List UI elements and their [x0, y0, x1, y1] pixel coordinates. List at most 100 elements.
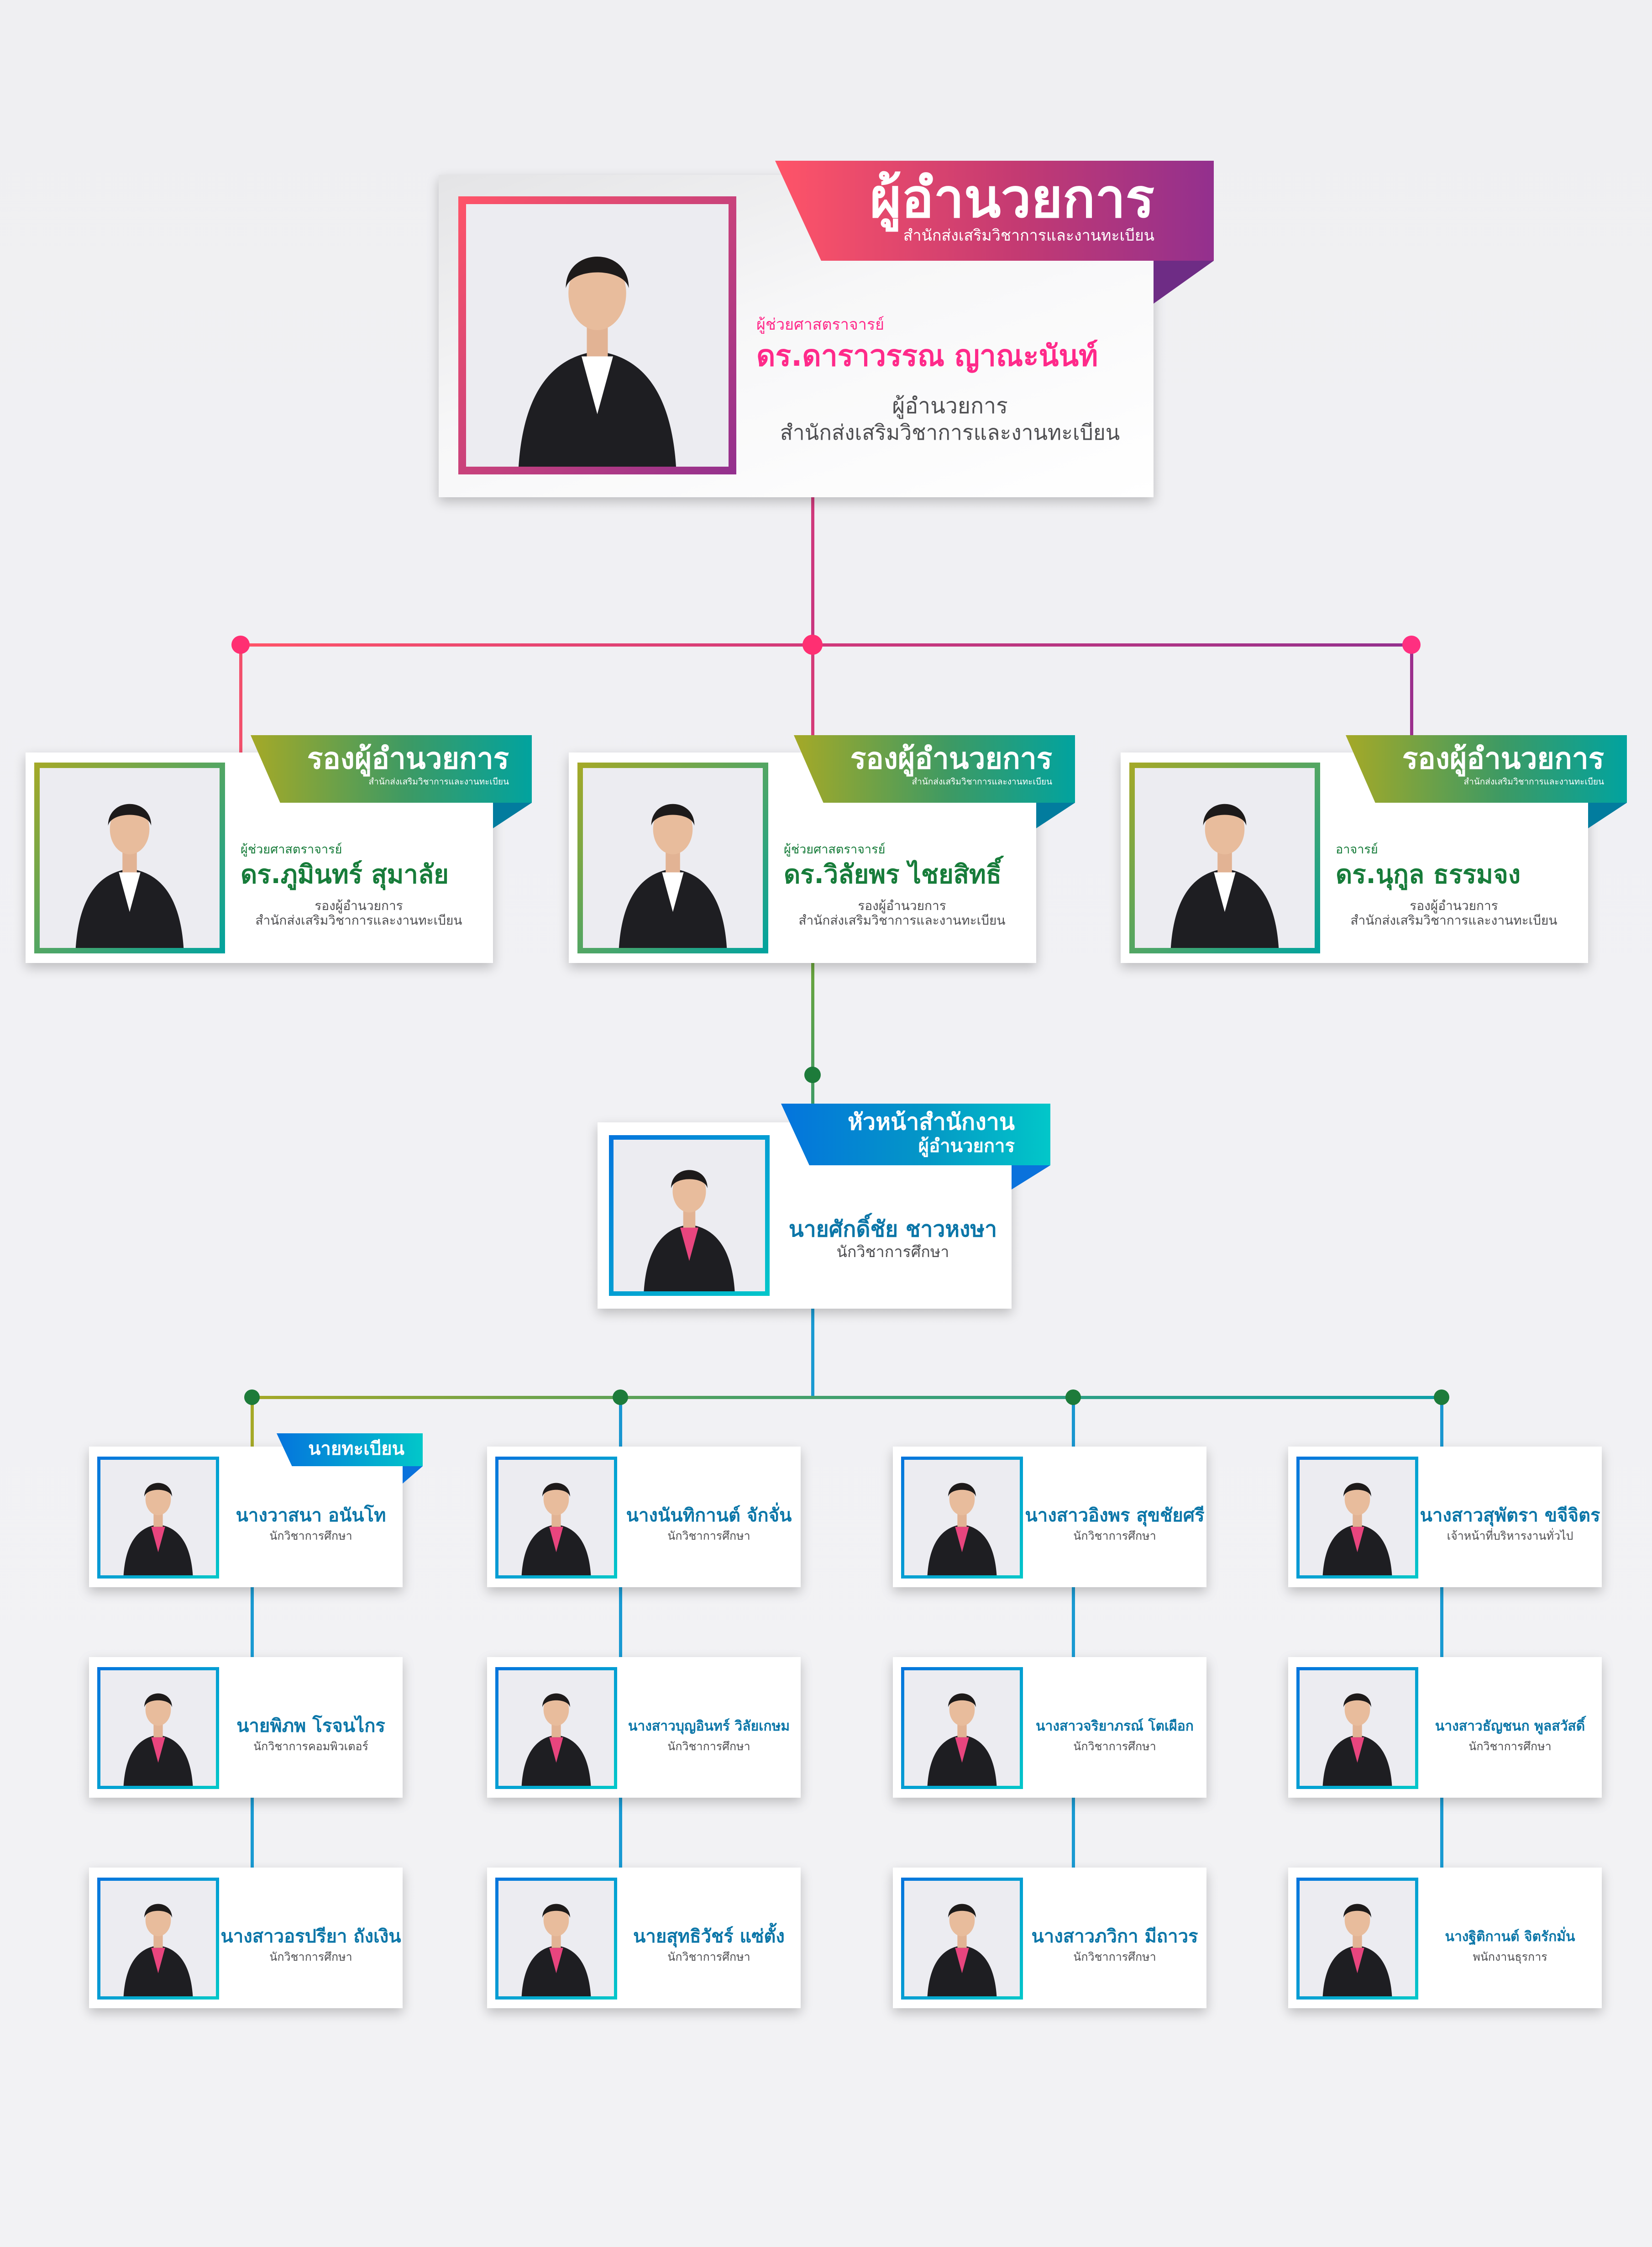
connector-line — [619, 1587, 622, 1657]
head-banner: หัวหน้าสำนักงานผู้อำนวยการ — [781, 1104, 1050, 1165]
person-silhouette-icon — [614, 1140, 765, 1291]
person-silhouette-icon — [498, 1670, 614, 1786]
position-title: นักวิชาการศึกษา — [1073, 1529, 1156, 1542]
photo-frame — [1296, 1667, 1418, 1789]
portrait-photo — [100, 1460, 216, 1575]
staff-card: นางสาวสุพัตรา ขจีจิตรเจ้าหน้าที่บริหารงา… — [1288, 1447, 1602, 1587]
banner-fold — [403, 1466, 423, 1484]
position-title: นักวิชาการศึกษา — [269, 1950, 352, 1963]
person-silhouette-icon — [1135, 768, 1315, 948]
photo-frame — [1296, 1457, 1418, 1579]
banner-fold — [1154, 261, 1214, 304]
position-title: ผู้อำนวยการ — [892, 393, 1008, 419]
photo-frame — [97, 1457, 219, 1579]
connector-node — [244, 1389, 260, 1405]
connector-node — [804, 1067, 821, 1083]
banner-subtitle: สำนักส่งเสริมวิชาการและงานทะเบียน — [368, 777, 509, 787]
banner-fold — [493, 803, 532, 828]
staff-card: นางวาสนา อนันโทนักวิชาการศึกษานายทะเบียน — [89, 1433, 423, 1587]
person-name: นางสาวภวิกา มีถาวร — [1031, 1926, 1198, 1947]
department-name: สำนักส่งเสริมวิชาการและงานทะเบียน — [1350, 913, 1558, 928]
banner-fold — [1012, 1165, 1050, 1189]
banner-title: รองผู้อำนวยการ — [850, 742, 1052, 776]
photo-frame — [34, 763, 225, 953]
portrait-photo — [466, 204, 729, 467]
position-title: นักวิชาการศึกษา — [667, 1740, 750, 1753]
person-silhouette-icon — [100, 1881, 216, 1996]
person-name: นายพิภพ โรจนไกร — [236, 1716, 385, 1737]
staff-card: นายสุทธิวัชร์ แซ่ตั้งนักวิชาการศึกษา — [487, 1868, 801, 2008]
portrait-photo — [100, 1881, 216, 1996]
deputy-banner: รองผู้อำนวยการสำนักส่งเสริมวิชาการและงาน… — [1346, 735, 1627, 803]
position-title: นักวิชาการศึกษา — [1073, 1740, 1156, 1753]
photo-frame — [1129, 763, 1320, 953]
banner-subtitle: สำนักส่งเสริมวิชาการและงานทะเบียน — [903, 226, 1154, 245]
person-name: นางฐิติกานต์ จิตรักมั่น — [1445, 1929, 1575, 1945]
person-silhouette-icon — [498, 1460, 614, 1575]
academic-title: ผู้ช่วยศาสตราจารย์ — [756, 316, 885, 334]
deputy-card: รองผู้อำนวยการสำนักส่งเสริมวิชาการและงาน… — [569, 735, 1075, 963]
photo-frame — [901, 1457, 1023, 1579]
banner-fold — [1036, 803, 1075, 828]
connector-line — [1440, 1397, 1443, 1447]
person-silhouette-icon — [1300, 1460, 1415, 1575]
department-name: สำนักส่งเสริมวิชาการและงานทะเบียน — [255, 913, 462, 928]
person-name: นางสาวสุพัตรา ขจีจิตร — [1420, 1505, 1600, 1526]
banner-title: รองผู้อำนวยการ — [1402, 742, 1604, 776]
deputy-banner: รองผู้อำนวยการสำนักส่งเสริมวิชาการและงาน… — [251, 735, 532, 803]
connector-line — [251, 1397, 254, 1447]
connector-node — [1434, 1389, 1449, 1405]
position-title: พนักงานธุรการ — [1473, 1950, 1547, 1963]
banner-title: หัวหน้าสำนักงาน — [848, 1109, 1015, 1135]
connector-line — [1410, 645, 1413, 753]
connector-line — [251, 1587, 254, 1657]
photo-frame — [577, 763, 768, 953]
portrait-photo — [904, 1670, 1020, 1786]
deputy-card: รองผู้อำนวยการสำนักส่งเสริมวิชาการและงาน… — [1121, 735, 1627, 963]
person-name: ดร.ภูมินทร์ สุมาลัย — [241, 860, 449, 889]
position-title: นักวิชาการศึกษา — [667, 1529, 750, 1542]
banner-subtitle: สำนักส่งเสริมวิชาการและงานทะเบียน — [912, 777, 1053, 787]
person-silhouette-icon — [1300, 1670, 1415, 1786]
position-title: นักวิชาการคอมพิวเตอร์ — [253, 1740, 368, 1753]
portrait-photo — [40, 768, 220, 948]
position-title: รองผู้อำนวยการ — [1410, 898, 1498, 913]
person-name: นางสาวอรปรียา ถังเงิน — [220, 1926, 401, 1947]
connector-line — [1072, 1587, 1075, 1657]
portrait-photo — [1135, 768, 1315, 948]
photo-frame — [901, 1878, 1023, 2000]
portrait-photo — [100, 1670, 216, 1786]
connector-node — [231, 636, 250, 654]
connector-line — [619, 1397, 622, 1447]
portrait-photo — [498, 1670, 614, 1786]
person-name: ดร.นุกูล ธรรมจง — [1336, 860, 1521, 889]
portrait-photo — [498, 1881, 614, 1996]
photo-frame — [495, 1878, 617, 2000]
position-title: เจ้าหน้าที่บริหารงานทั่วไป — [1447, 1529, 1573, 1542]
connector-line — [241, 643, 1411, 647]
person-name: นางสาวอิงพร สุขชัยศรี — [1025, 1505, 1205, 1526]
portrait-photo — [1300, 1881, 1415, 1996]
photo-frame — [97, 1878, 219, 2000]
connector-line — [811, 497, 814, 645]
position-title: รองผู้อำนวยการ — [858, 898, 946, 913]
staff-card: นางสาวบุญอินทร์ วิลัยเกษมนักวิชาการศึกษา — [487, 1657, 801, 1798]
connector-line — [1440, 1798, 1443, 1868]
connector-node — [1065, 1389, 1081, 1405]
connector-line — [619, 1798, 622, 1868]
person-name: นายสุทธิวัชร์ แซ่ตั้ง — [633, 1926, 785, 1947]
connector-line — [811, 645, 814, 753]
staff-card: นางสาวธัญชนก พูลสวัสดิ์นักวิชาการศึกษา — [1288, 1657, 1602, 1798]
person-silhouette-icon — [100, 1670, 216, 1786]
position-title: นักวิชาการศึกษา — [667, 1950, 750, 1963]
deputy-card: รองผู้อำนวยการสำนักส่งเสริมวิชาการและงาน… — [26, 735, 532, 963]
staff-card: นางสาวจริยาภรณ์ โตเผือกนักวิชาการศึกษา — [893, 1657, 1206, 1798]
staff-card: นางสาวอิงพร สุขชัยศรีนักวิชาการศึกษา — [893, 1447, 1206, 1587]
connector-line — [251, 1798, 254, 1868]
portrait-photo — [498, 1460, 614, 1575]
photo-frame — [97, 1667, 219, 1789]
connector-line — [252, 1396, 1442, 1399]
banner-subtitle: สำนักส่งเสริมวิชาการและงานทะเบียน — [1463, 777, 1605, 787]
person-silhouette-icon — [40, 768, 220, 948]
connector-line — [811, 1309, 814, 1397]
